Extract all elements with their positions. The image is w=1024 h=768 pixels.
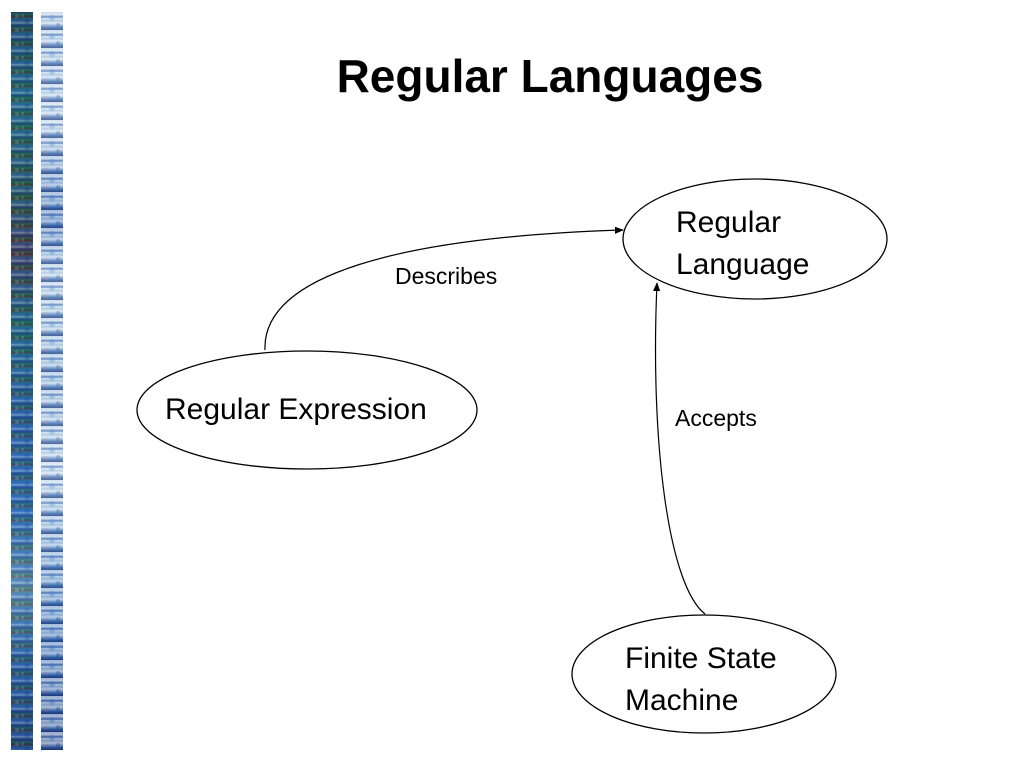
slide-title: Regular Languages [336, 50, 764, 102]
regular-expression-node [136, 350, 478, 470]
regular-language-node [622, 178, 888, 300]
regular-expression-label: Regular Expression [165, 393, 427, 426]
describes-edge-label: Describes [395, 263, 498, 289]
finite-state-machine-node [571, 614, 837, 734]
accepts-arrow [653, 282, 706, 615]
decorative-side-strip [41, 12, 63, 750]
regular-language-label-line2: Language [676, 248, 810, 281]
regular-language-label-line1: Regular [676, 206, 782, 239]
finite-state-machine-label-line1: Finite State [625, 642, 777, 675]
describes-arrow [264, 226, 624, 351]
finite-state-machine-label-line2: Machine [625, 684, 739, 717]
regular-language-label: Regular Language [676, 202, 809, 286]
finite-state-machine-label: Finite State Machine [625, 638, 777, 722]
decorative-side-strip [11, 12, 33, 750]
accepts-edge-label: Accepts [675, 405, 757, 431]
